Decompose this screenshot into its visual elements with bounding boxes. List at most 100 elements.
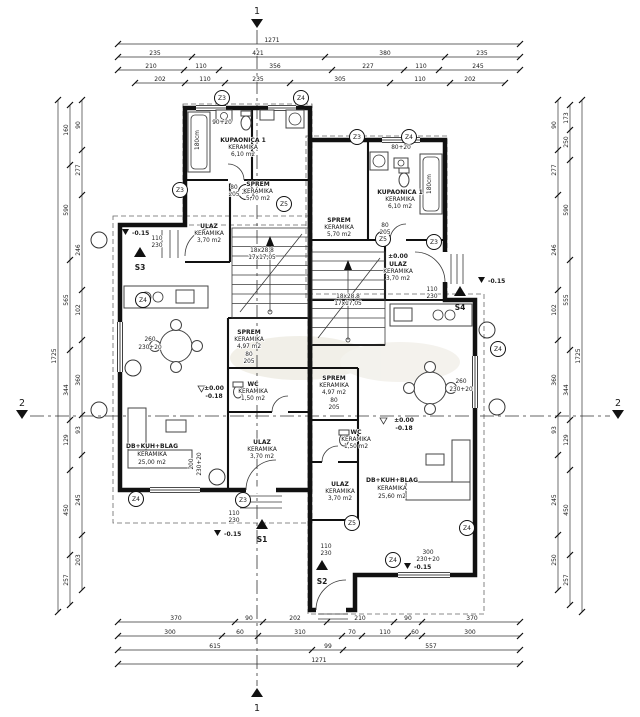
dimension-tick: [114, 53, 122, 61]
level-value: -0.15: [414, 564, 431, 571]
room-area: 6,10 m2: [231, 152, 255, 158]
section-marker-1-bottom: 1: [251, 688, 263, 714]
dimension-tick: [566, 466, 574, 474]
dimension-tick: [78, 191, 86, 199]
detail-marker-label: Z3: [218, 95, 226, 102]
dimension-tick: [78, 531, 86, 539]
dimension-value: 90: [551, 121, 558, 129]
dimension-value: 277: [75, 164, 82, 176]
dimension-value: 257: [563, 574, 570, 586]
room-finish: KERAMIKA: [385, 197, 415, 203]
window: [398, 571, 450, 579]
dimension-tick: [516, 53, 524, 61]
dimension-value: 245: [75, 494, 82, 506]
room-finish: KERAMIKA: [234, 337, 264, 343]
section-1-label: 1: [254, 6, 260, 17]
dimension-tick: [501, 79, 509, 87]
dimension-value: 300: [164, 629, 176, 636]
room-finish: KERAMIKA: [341, 437, 371, 443]
dimension-value: 360: [551, 374, 558, 386]
window-size-h: 230+20: [138, 345, 162, 351]
level-value: ±0.00: [394, 417, 414, 424]
dimension-value: 615: [209, 643, 221, 650]
stairs-left-unit: [231, 227, 309, 319]
detail-marker-label: Z4: [139, 297, 147, 304]
room-name: SPREM: [246, 181, 269, 188]
dimension-value: 203: [75, 554, 82, 566]
dimension-value: 110: [415, 63, 427, 70]
dimension-value: 110: [379, 629, 391, 636]
dimension-tick: [328, 66, 336, 74]
dimension-value: 210: [145, 63, 157, 70]
dimension-tick: [66, 551, 74, 559]
room-finish: KERAMIKA: [325, 489, 355, 495]
dimension-tick: [54, 96, 62, 104]
dimension-tick: [566, 601, 574, 609]
entrance-marker-s4: S4 -0.15: [454, 277, 506, 312]
detail-marker-label: Z5: [242, 189, 250, 196]
window-size-h: 230+20: [449, 387, 473, 393]
dimension-value: 245: [551, 494, 558, 506]
detail-marker-circle: [238, 184, 254, 200]
dimension-value: 360: [75, 374, 82, 386]
room-name: DB+KUH+BLAG: [126, 443, 178, 450]
dimension-value: 235: [476, 50, 488, 57]
door-size-h: 230: [151, 243, 162, 249]
room-area: 1,50 m2: [344, 444, 368, 450]
room-area: 5,70 m2: [246, 196, 270, 202]
room-area: 4,97 m2: [322, 390, 346, 396]
dimension-value: 380: [379, 50, 391, 57]
door-size-w: 80: [381, 223, 389, 229]
dimension-value: 1725: [575, 348, 582, 363]
dimension-value: 356: [269, 63, 281, 70]
dimension-value: 250: [563, 136, 570, 148]
detail-marker-circle: [349, 129, 365, 145]
door-size-w: 80: [245, 352, 253, 358]
dimension-tick: [441, 53, 449, 61]
dimension-value: 344: [563, 384, 570, 396]
entrance-marker-s2: S2 -0.15: [316, 560, 432, 586]
dimension-tick: [78, 411, 86, 419]
dimension-tick: [259, 618, 267, 626]
dimension-value: 235: [252, 76, 264, 83]
window-size: 90+20: [212, 120, 232, 126]
dimension-tick: [516, 632, 524, 640]
room-finish: KERAMIKA: [319, 383, 349, 389]
sofa-left: [127, 407, 193, 469]
entrance-s2-label: S2: [317, 577, 328, 586]
dimension-value: 129: [563, 434, 570, 446]
dimension-value: 70: [348, 629, 356, 636]
door-size-w: 110: [151, 236, 162, 242]
dimension-tick: [566, 416, 574, 424]
dimension-value: 250: [551, 554, 558, 566]
dimension-value: 90: [404, 615, 412, 622]
dimension-tick: [114, 618, 122, 626]
dimension-tick: [516, 40, 524, 48]
stair-dimension: 17x17,05: [334, 301, 362, 307]
dimension-tick: [566, 346, 574, 354]
detail-marker-circle: [375, 231, 391, 247]
dimension-value: 310: [294, 629, 306, 636]
room-name: SPREM: [327, 217, 350, 224]
entrance-s4-label: S4: [455, 303, 466, 312]
dimension-tick: [286, 79, 294, 87]
dimension-value: 557: [425, 643, 437, 650]
dimension-value: 590: [563, 204, 570, 216]
wall-detail-circle: [208, 468, 226, 486]
room-name: KUPAONICA 1: [377, 189, 423, 196]
room-finish: KERAMIKA: [194, 231, 224, 237]
room-name: ULAZ: [331, 481, 349, 488]
door-size-h: 205: [243, 359, 254, 365]
room-area: 3,70 m2: [250, 454, 274, 460]
dimension-tick: [358, 632, 366, 640]
dimension-tick: [78, 146, 86, 154]
dimension-tick: [554, 191, 562, 199]
bathtub-size: 180cm: [427, 174, 433, 194]
dimension-value: 202: [289, 615, 301, 622]
dimension-value: 102: [75, 304, 82, 316]
detail-marker-label: Z4: [494, 346, 502, 353]
room-name: WC: [350, 429, 362, 436]
dimension-value: 257: [63, 574, 70, 586]
